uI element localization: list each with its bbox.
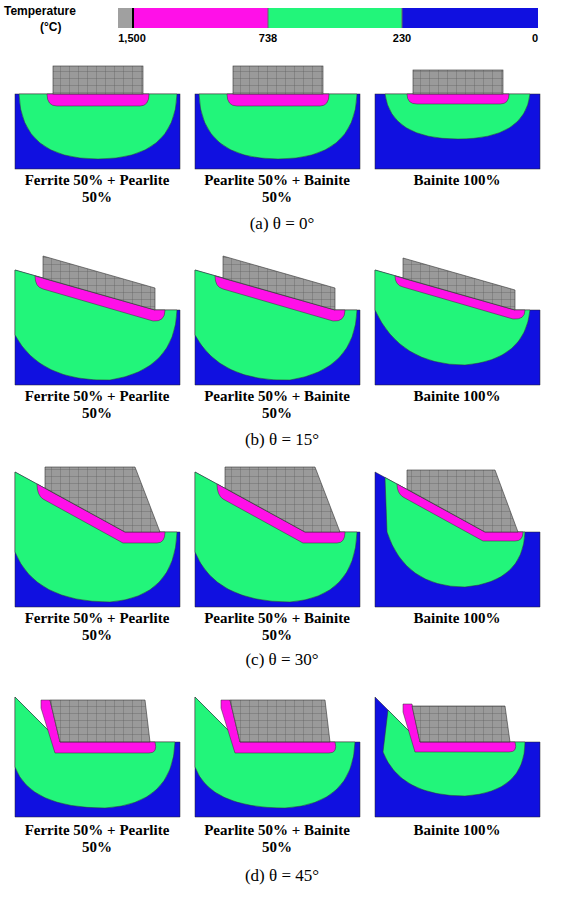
- material-label: Pearlite 50% + Bainite 50%: [197, 388, 357, 423]
- subfigure-caption: (b) θ = 15°: [182, 430, 382, 450]
- axis-unit: (°C): [40, 20, 100, 34]
- tick-value: 738: [243, 32, 293, 44]
- material-label: Pearlite 50% + Bainite 50%: [197, 172, 357, 207]
- temperature-contour: [15, 467, 180, 607]
- material-label: Pearlite 50% + Bainite 50%: [197, 822, 357, 857]
- tick-value: 0: [515, 32, 555, 44]
- temperature-contour: [375, 258, 540, 385]
- temperature-contour: [195, 697, 360, 817]
- temperature-contour: [195, 467, 360, 607]
- subfigure-caption: (c) θ = 30°: [182, 650, 382, 670]
- temperature-contour: [15, 256, 180, 385]
- temperature-contour: [375, 470, 540, 607]
- material-label: Bainite 100%: [377, 822, 537, 839]
- temperature-contour: [375, 70, 540, 169]
- temperature-contour: [15, 697, 180, 817]
- temperature-contour: [15, 66, 180, 169]
- material-label: Pearlite 50% + Bainite 50%: [197, 610, 357, 645]
- axis-title: Temperature: [4, 4, 114, 18]
- material-label: Bainite 100%: [377, 388, 537, 405]
- tick-value: 1,500: [107, 32, 157, 44]
- subfigure-caption: (d) θ = 45°: [182, 866, 382, 886]
- color-bar: [118, 8, 538, 28]
- temperature-contour: [195, 66, 360, 169]
- tick-value: 230: [377, 32, 427, 44]
- material-label: Ferrite 50% + Pearlite 50%: [17, 172, 177, 207]
- material-label: Ferrite 50% + Pearlite 50%: [17, 388, 177, 423]
- temperature-contour: [375, 697, 540, 817]
- temperature-contour: [195, 256, 360, 385]
- subfigure-caption: (a) θ = 0°: [182, 214, 382, 234]
- material-label: Ferrite 50% + Pearlite 50%: [17, 822, 177, 857]
- material-label: Bainite 100%: [377, 610, 537, 627]
- material-label: Bainite 100%: [377, 172, 537, 189]
- material-label: Ferrite 50% + Pearlite 50%: [17, 610, 177, 645]
